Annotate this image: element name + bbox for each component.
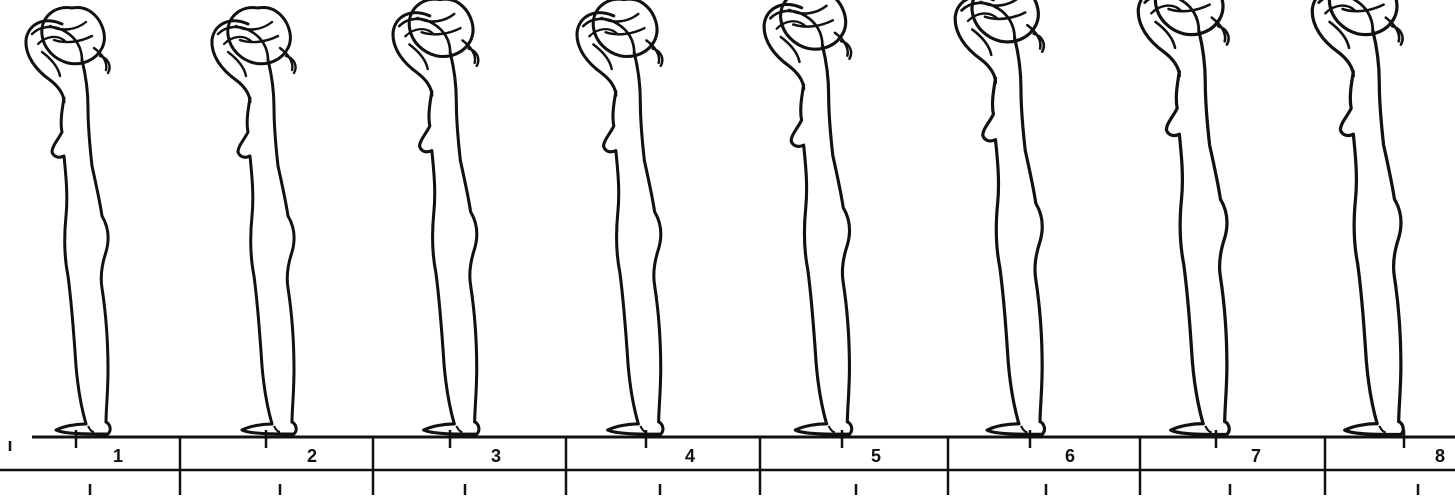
ruler-dividers	[180, 437, 1325, 495]
figures-layer	[26, 0, 1403, 434]
panel-label-5: 5	[871, 446, 881, 466]
figure-silhouette-6	[955, 0, 1044, 434]
figure-silhouette-1	[26, 7, 110, 434]
panel-label-8: 8	[1435, 446, 1445, 466]
figure-silhouette-2	[212, 7, 296, 434]
figure-silhouette-8	[1312, 0, 1403, 434]
panel-label-3: 3	[491, 446, 501, 466]
panel-label-1: 1	[113, 446, 123, 466]
figure-silhouette-4	[577, 0, 663, 434]
figure-silhouette-3	[393, 0, 479, 434]
panel-labels: 1 2 3 4 5 6 7 8	[113, 446, 1445, 466]
panel-label-6: 6	[1065, 446, 1075, 466]
panel-label-4: 4	[685, 446, 695, 466]
ruler-ticks	[76, 430, 1418, 495]
panel-label-2: 2	[307, 446, 317, 466]
panel-label-7: 7	[1251, 446, 1261, 466]
ruler-table	[0, 430, 1455, 495]
figure-silhouette-7	[1138, 0, 1229, 434]
figure-silhouette-5	[764, 0, 852, 434]
